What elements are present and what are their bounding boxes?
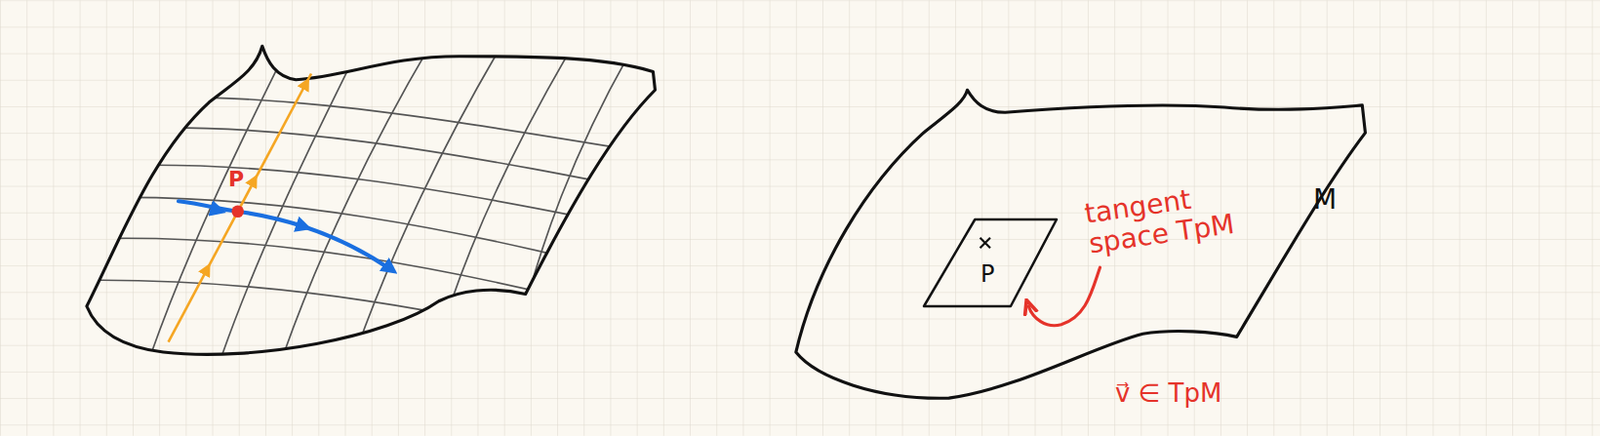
leader-arrow xyxy=(1028,267,1100,326)
manifold-label: M xyxy=(1313,185,1337,216)
surface-grid xyxy=(61,31,715,379)
point-marker xyxy=(231,204,244,218)
arrow-head xyxy=(381,262,391,270)
point-label: P xyxy=(228,167,244,192)
manifold-outline xyxy=(796,89,1366,399)
manifold-outline xyxy=(86,45,656,355)
arrow-head xyxy=(294,223,304,227)
arrow-head xyxy=(202,269,207,278)
coordinate-curve xyxy=(178,200,388,268)
arrow-head xyxy=(208,207,218,211)
point-mark xyxy=(980,238,991,248)
coordinate-curve xyxy=(168,74,312,343)
arrow-head xyxy=(302,82,307,91)
tangent-plane: P xyxy=(923,219,1057,307)
point-label: P xyxy=(980,262,995,286)
arrow-head xyxy=(249,180,254,189)
vector-label: v⃗ ∈ TpM xyxy=(1115,379,1222,408)
